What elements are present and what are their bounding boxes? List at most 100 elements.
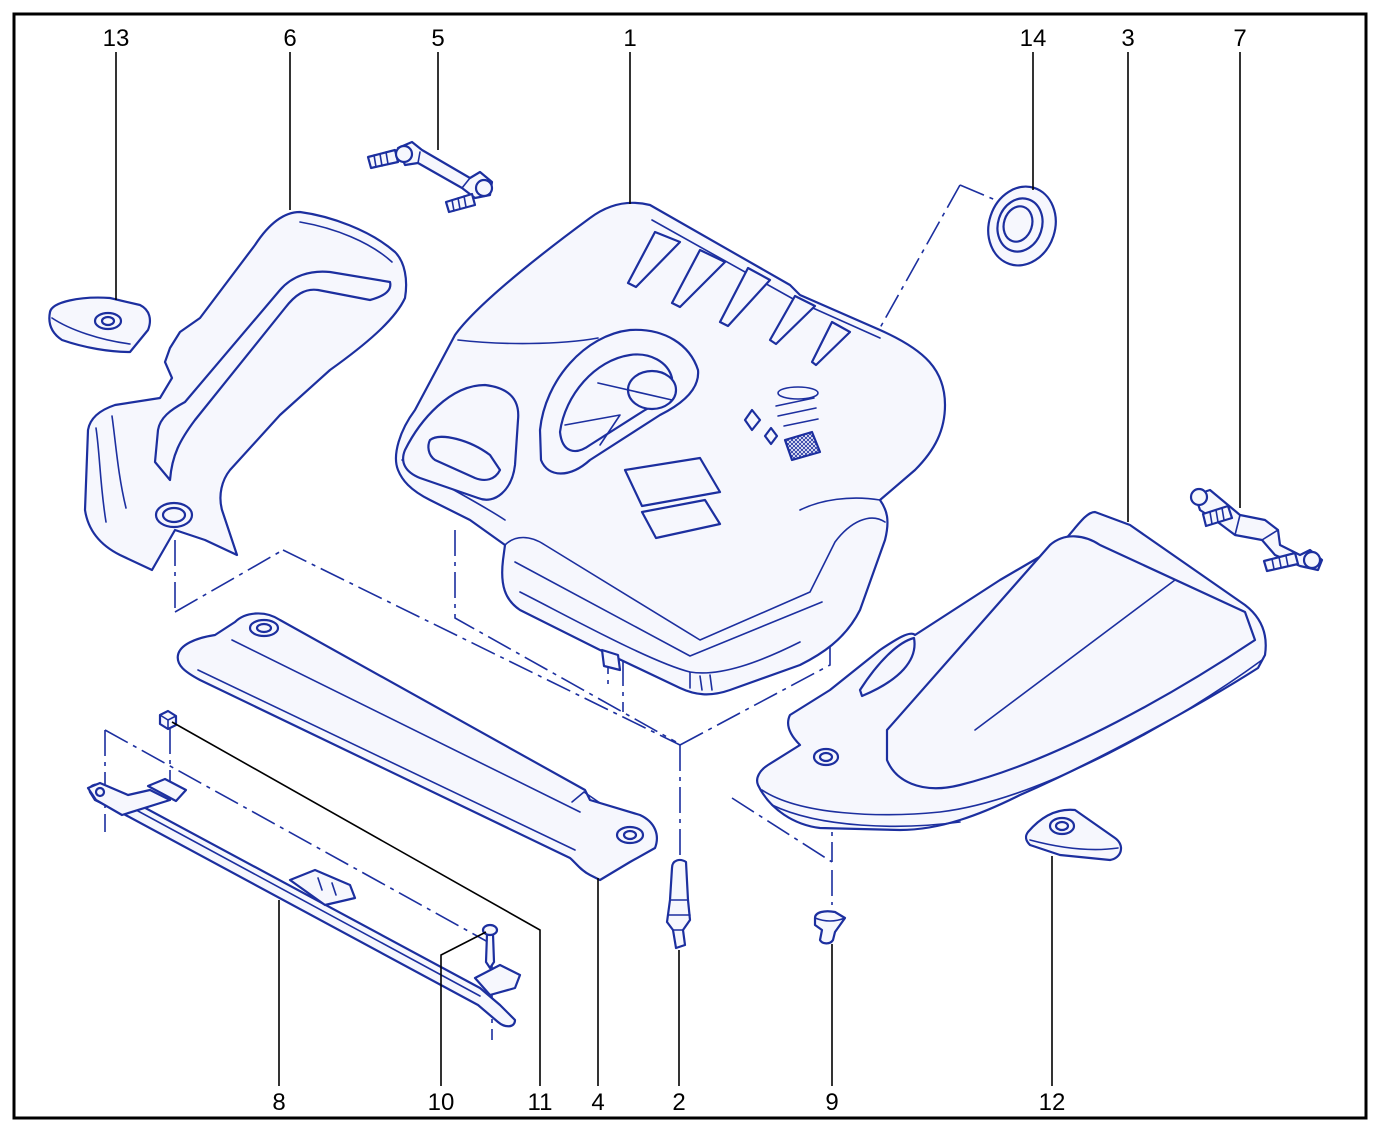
part-7-screw-left-thread: [1209, 507, 1225, 525]
part-7-screw-right-shaft: [1262, 551, 1300, 573]
part-13-edge: [51, 317, 131, 345]
part-6-duct-opening: [153, 270, 392, 482]
part-5-screw-right-thread: [451, 195, 467, 212]
part-9-clip: [813, 910, 847, 945]
part-4-outline: [176, 612, 658, 882]
part-1-logo-diamond-small: [763, 426, 779, 446]
callout-9: 9: [825, 1089, 838, 1116]
part-9-edge: [814, 917, 846, 922]
part-3-lip-line-b: [771, 804, 961, 828]
part-7-plate: [1193, 488, 1324, 572]
part-7-screw-right-thread: [1271, 555, 1289, 570]
part-8-bracket-left: [146, 777, 188, 803]
part-5-bend-line: [417, 151, 471, 189]
part-12-edge: [1029, 839, 1119, 851]
part-1-filler-line: [597, 382, 673, 401]
part-4-notch: [571, 791, 601, 804]
part-1-front-block-face: [514, 561, 823, 657]
part-1-rib-2: [670, 248, 727, 309]
part-6-hole-inner: [161, 506, 187, 524]
part-4-ridge: [231, 639, 581, 813]
part-1-front-block-bottom: [519, 591, 801, 674]
callout-12: 12: [1039, 1089, 1066, 1116]
part-8-bracket-middle-tabs: [317, 877, 337, 896]
part-1-front-block-bottom-b: [689, 671, 713, 691]
part-1-rib-3: [718, 266, 772, 328]
dash-line-left-diagonal: [174, 549, 284, 613]
dash-line-14-to-1-b: [875, 184, 961, 336]
part-13-tab: [48, 296, 151, 354]
callouts-top: 13 6 5 1 14 3 7: [103, 25, 1247, 52]
part-7-bracket: [1189, 487, 1324, 573]
callout-5: 5: [431, 25, 444, 52]
part-1-air-intake-slot: [427, 435, 502, 481]
part-6-left-duct-cover: [83, 210, 408, 572]
part-12-tab: [1024, 808, 1123, 862]
part-3-pad-groove: [974, 579, 1176, 731]
part-8-bracket-right: [473, 963, 522, 997]
part-8-rod-edge: [124, 803, 481, 997]
part-1-label-plate-b: [640, 498, 722, 540]
part-11-edge: [159, 714, 177, 730]
part-1-engine-cover: [394, 201, 947, 696]
part-8-rod: [88, 783, 517, 1028]
dash-line-8-long-diagonal: [104, 729, 489, 943]
part-8-bracket-middle: [288, 868, 357, 907]
part-1-badge-oval: [777, 386, 819, 400]
part-1-right-lip: [799, 497, 881, 511]
part-7-screw-left-head: [1189, 487, 1209, 507]
part-6-skirt-line-b: [111, 415, 127, 509]
callout-6: 6: [283, 25, 296, 52]
callout-7: 7: [1233, 25, 1246, 52]
part-3-raised-pad: [885, 535, 1257, 790]
part-3-hole-inner: [818, 751, 834, 763]
callout-11: 11: [528, 1089, 553, 1116]
dash-line-1-left-down: [454, 530, 677, 743]
dash-line-4-to-9: [731, 797, 833, 863]
part-10-shaft: [484, 932, 496, 970]
part-6-outline: [83, 210, 408, 572]
part-9-body: [813, 910, 847, 945]
part-1-badge-lines: [775, 397, 819, 427]
callout-1: 1: [623, 25, 636, 52]
part-1-rib-5: [810, 320, 852, 367]
part-8-end-plate: [86, 781, 172, 817]
leader-11: [171, 721, 541, 1086]
part-14-inner-ring: [1002, 205, 1034, 243]
part-8-end-hole: [94, 786, 106, 798]
part-1-recess-crease: [564, 414, 621, 446]
part-1-filler-cap: [626, 369, 678, 411]
part-1-logo-diamond: [743, 408, 762, 432]
part-4-lower-edge: [197, 669, 576, 851]
part-1-rib-1: [626, 230, 682, 289]
part-2-body: [665, 858, 692, 950]
part-1-hatched-label: [783, 430, 822, 462]
leader-10: [440, 931, 487, 1086]
part-6-skirt-line-a: [95, 427, 107, 523]
part-5-screw-left-shaft: [366, 148, 400, 170]
part-10-screw: [481, 923, 499, 970]
part-2-rings: [667, 899, 691, 931]
part-4-hole-left-inner: [255, 622, 273, 634]
part-11-clip: [158, 709, 178, 731]
part-5-screw-left-thread: [373, 151, 389, 168]
leader-lines: [115, 52, 1241, 1086]
part-5-screw-right-head: [474, 178, 494, 198]
callout-2: 2: [672, 1089, 685, 1116]
callout-14: 14: [1020, 25, 1047, 52]
part-8-support-bar: [86, 777, 522, 1028]
callout-4: 4: [591, 1089, 604, 1116]
part-1-top-face-line: [457, 337, 599, 345]
callout-13: 13: [103, 25, 130, 52]
callouts-bottom: 8 10 11 4 2 9 12: [272, 1089, 1065, 1116]
part-14-grommet: [987, 185, 1057, 267]
part-3-lip-line: [761, 659, 1263, 816]
part-1-lower-tab: [600, 648, 622, 672]
part-5-bracket: [366, 140, 494, 214]
callout-8: 8: [272, 1089, 285, 1116]
part-4-hole-right-inner: [622, 829, 638, 841]
callout-3: 3: [1121, 25, 1134, 52]
part-1-front-block-top: [504, 517, 886, 641]
part-4-front-panel: [176, 612, 658, 882]
